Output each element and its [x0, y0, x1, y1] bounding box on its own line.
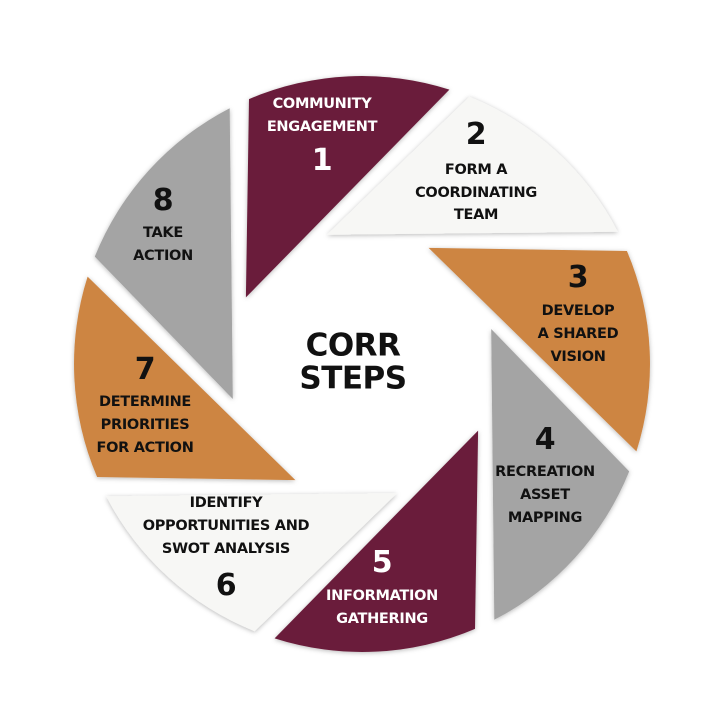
center-title-line1: CORR [305, 327, 401, 364]
step-2-label-line3: TEAM [453, 206, 499, 223]
step-8-label-line2: ACTION [133, 247, 193, 264]
step-8-number: 8 [152, 183, 174, 218]
step-1-label-line1: COMMUNITY [272, 95, 372, 112]
step-4-label-line2: ASSET [520, 486, 570, 503]
step-2-blade [327, 96, 618, 235]
step-5-blade [274, 430, 479, 652]
step-2-label-line1: FORM A [444, 161, 508, 178]
step-8-blade [94, 108, 233, 399]
step-3-label-line1: DEVELOP [541, 302, 615, 319]
step-3-label-line3: VISION [550, 348, 606, 365]
center-title-line2: STEPS [299, 360, 407, 397]
step-7-label-line2: PRIORITIES [100, 416, 190, 433]
step-6-label-line1: IDENTIFY [189, 494, 263, 511]
step-2-label-line2: COORDINATING [415, 184, 537, 201]
step-7-number: 7 [134, 352, 156, 387]
step-4-number: 4 [534, 422, 556, 457]
step-5-number: 5 [371, 545, 393, 580]
step-6-label-line3: SWOT ANALYSIS [161, 540, 291, 557]
step-8-label-line1: TAKE [143, 224, 183, 241]
step-6-blade [106, 493, 397, 632]
step-7-blade [74, 276, 296, 481]
step-4-blade [491, 329, 630, 620]
step-1-number: 1 [311, 143, 333, 178]
step-6-label-line2: OPPORTUNITIES AND [142, 517, 310, 534]
step-6-number: 6 [215, 568, 237, 603]
step-3-label-line2: A SHARED [537, 325, 619, 342]
step-5-label-line1: INFORMATION [326, 587, 438, 604]
step-3-blade [428, 247, 650, 452]
step-1-label-line2: ENGAGEMENT [266, 118, 378, 135]
step-4-label-line1: RECREATION [495, 463, 595, 480]
step-2-number: 2 [465, 117, 487, 152]
step-5-label-line2: GATHERING [336, 610, 428, 627]
step-3-number: 3 [567, 260, 589, 295]
step-7-label-line3: FOR ACTION [96, 439, 194, 456]
step-1-blade [245, 76, 450, 298]
step-7-label-line1: DETERMINE [98, 393, 192, 410]
step-4-label-line3: MAPPING [507, 509, 583, 526]
